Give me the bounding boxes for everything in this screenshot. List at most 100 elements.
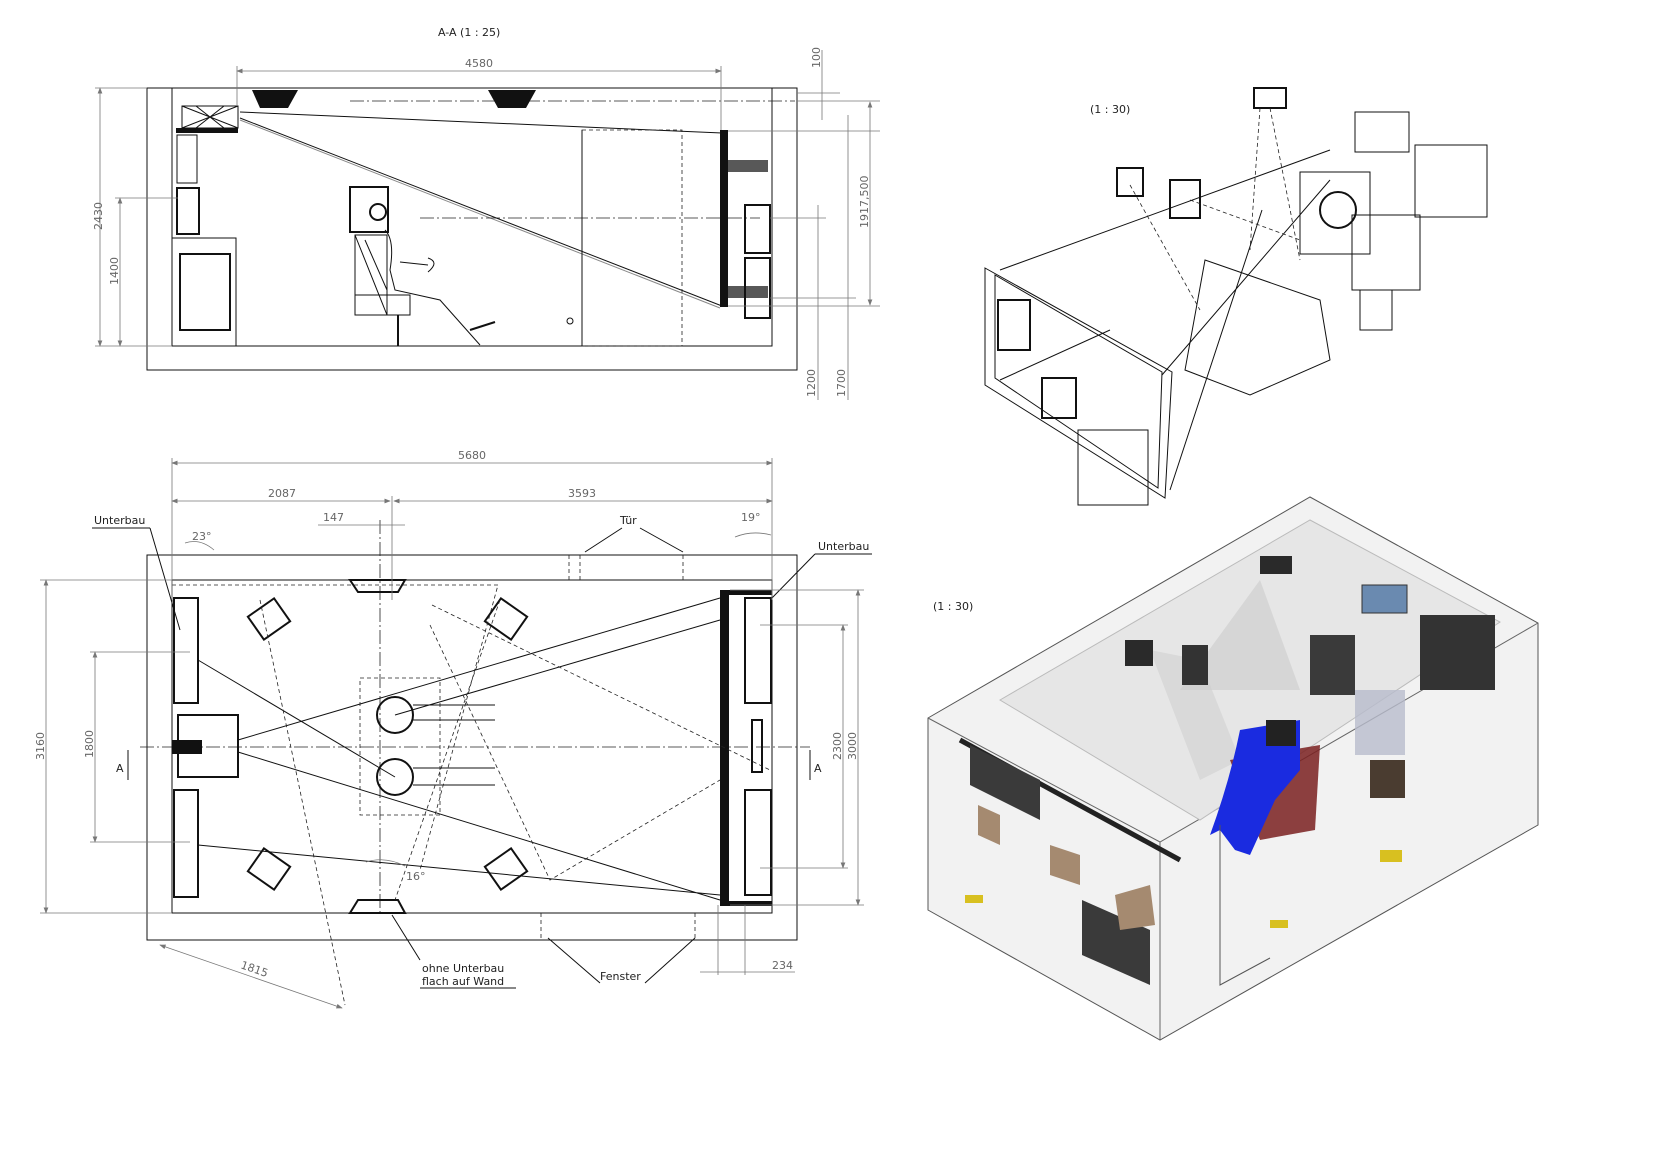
iso-light-fixture-3 bbox=[965, 895, 983, 903]
ext-lines bbox=[90, 651, 190, 843]
ceiling-speaker-1 bbox=[252, 90, 298, 108]
screen-frame-bottom bbox=[729, 901, 772, 906]
iso-light-fixture-2 bbox=[1270, 920, 1288, 928]
rack-unit bbox=[176, 134, 198, 184]
dim-100: 100 bbox=[810, 47, 823, 68]
iso-projector-box bbox=[1299, 171, 1371, 255]
iso-light-fixture bbox=[1380, 850, 1402, 862]
iso-left-speaker bbox=[997, 299, 1031, 351]
iso-screen-frame bbox=[984, 267, 1173, 499]
iso-sub bbox=[1359, 289, 1393, 331]
iso-speaker-front-right bbox=[1082, 900, 1150, 985]
room-inner-wall bbox=[171, 88, 773, 347]
no-base-leader bbox=[391, 914, 516, 989]
iso-speaker-front-left bbox=[970, 745, 1040, 820]
ext-lines bbox=[730, 589, 864, 906]
ext-lines bbox=[40, 579, 172, 914]
dim-4580: 4580 bbox=[465, 57, 493, 70]
section-marker-a-left: A bbox=[116, 762, 124, 775]
iso-wall-speaker bbox=[1414, 144, 1488, 218]
iso-wireframe-view: (1 : 30) bbox=[984, 87, 1488, 506]
angle-arc-23 bbox=[184, 541, 215, 551]
iso-ceiling-speaker bbox=[1253, 87, 1287, 109]
label-window: Fenster bbox=[600, 970, 641, 983]
ceiling-speaker-tl bbox=[246, 596, 292, 642]
iso-projection-rays bbox=[999, 149, 1331, 491]
iso-rack bbox=[1351, 214, 1421, 291]
iso-ceiling-speaker-render bbox=[1260, 556, 1292, 574]
iso-wire-scale: (1 : 30) bbox=[1090, 103, 1130, 116]
side-left-speaker bbox=[173, 597, 199, 704]
dim-3593: 3593 bbox=[568, 487, 596, 500]
rear-speaker bbox=[176, 187, 200, 235]
iso-projector bbox=[1354, 111, 1410, 153]
section-view: A-A (1 : 25) 4580 2430 1400 100 1917,500 bbox=[92, 26, 880, 400]
door-outline bbox=[581, 129, 683, 347]
iso-headrest-speaker bbox=[1266, 720, 1296, 746]
dim-234: 234 bbox=[772, 959, 793, 972]
iso-center-speaker-render bbox=[1115, 885, 1155, 930]
iso-panel bbox=[1050, 845, 1080, 885]
iso-light-cone-2 bbox=[1150, 650, 1240, 780]
iso-projector-render bbox=[1361, 584, 1408, 614]
iso-room-edges bbox=[927, 622, 1539, 1040]
dim-1800: 1800 bbox=[83, 730, 96, 758]
dim-1200: 1200 bbox=[805, 369, 818, 397]
label-door: Tür bbox=[619, 514, 637, 527]
front-right-speaker bbox=[744, 789, 772, 896]
plan-inner-wall bbox=[171, 579, 773, 914]
dim-2430: 2430 bbox=[92, 202, 105, 230]
projection-ray-bottom bbox=[239, 117, 723, 307]
leader-line bbox=[149, 527, 181, 631]
rack-modules bbox=[179, 253, 231, 331]
headrest-driver-icon bbox=[369, 203, 387, 221]
projection-rays bbox=[197, 597, 721, 901]
label-unterbau-right: Unterbau bbox=[818, 540, 869, 553]
iso-center-speaker bbox=[1041, 377, 1077, 419]
projector-mount bbox=[172, 740, 202, 754]
projector-shelf bbox=[176, 128, 238, 133]
iso-projector-lens-icon bbox=[1319, 191, 1357, 229]
plan-outer-wall bbox=[146, 554, 798, 941]
seating-platform bbox=[359, 677, 441, 816]
iso-wall-speaker-render bbox=[1420, 615, 1495, 690]
screen-mount-top bbox=[728, 160, 768, 172]
iso-rear-speaker-render bbox=[1125, 640, 1153, 666]
center-speaker bbox=[744, 204, 771, 254]
ceiling-speaker-br bbox=[483, 846, 529, 892]
ceiling-speaker-2 bbox=[488, 90, 536, 108]
angle-arc-19 bbox=[734, 532, 772, 538]
person-foot bbox=[469, 321, 496, 331]
iso-rear-speaker bbox=[1116, 167, 1144, 197]
iso-render-scale: (1 : 30) bbox=[933, 600, 973, 613]
dim-1700: 1700 bbox=[835, 369, 848, 397]
projection-ray-top bbox=[239, 111, 723, 134]
screen bbox=[720, 130, 728, 307]
ext-lines bbox=[171, 458, 773, 600]
iso-sight-lines bbox=[1129, 107, 1301, 311]
iso-front-speaker bbox=[1077, 429, 1149, 506]
label-no-base-2: flach auf Wand bbox=[422, 975, 504, 988]
seat-1 bbox=[376, 696, 414, 734]
label-no-base-1: ohne Unterbau bbox=[422, 962, 504, 975]
iso-seats bbox=[1184, 259, 1331, 396]
dim-line-234 bbox=[700, 905, 795, 975]
iso-render-view: (1 : 30) bbox=[927, 496, 1539, 1041]
angle-19: 19° bbox=[741, 511, 761, 524]
screen-mount-bottom bbox=[728, 286, 768, 298]
iso-projector-stand bbox=[1310, 635, 1355, 695]
front-left-speaker bbox=[744, 597, 772, 704]
door-leaders bbox=[584, 527, 684, 553]
person-outline bbox=[384, 229, 481, 346]
dim-147: 147 bbox=[323, 511, 344, 524]
iso-light-cone bbox=[1180, 580, 1300, 690]
iso-door-frame bbox=[1219, 825, 1271, 986]
angle-16: 16° bbox=[406, 870, 426, 883]
dim-1815: 1815 bbox=[239, 959, 270, 980]
seat-legs bbox=[413, 704, 495, 786]
iso-rack-render bbox=[1355, 690, 1405, 755]
plan-view: Unterbau Unterbau Tür Fenster ohne Unter… bbox=[34, 449, 872, 1009]
door-opening bbox=[568, 555, 684, 580]
